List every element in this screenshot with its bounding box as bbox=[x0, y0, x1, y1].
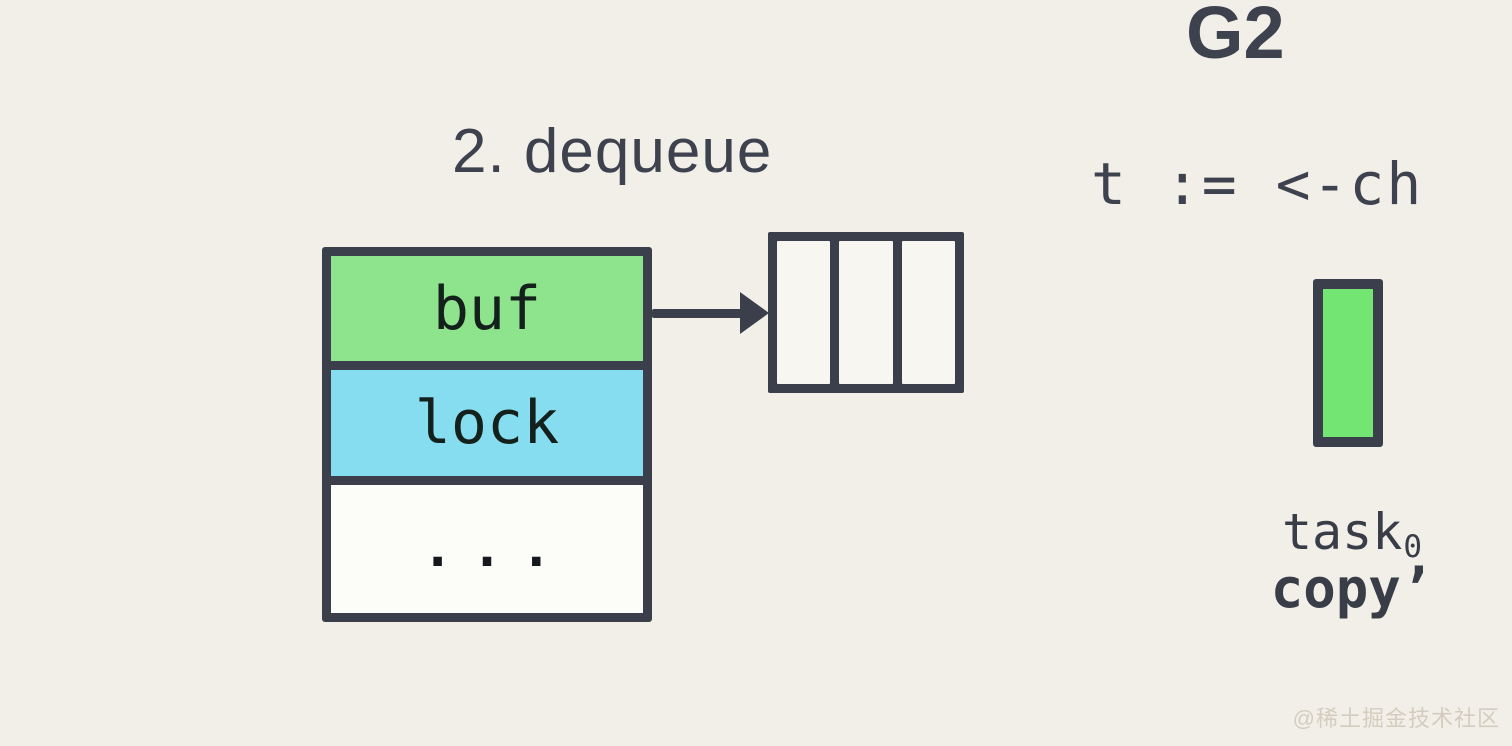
struct-field-lock: lock bbox=[331, 370, 643, 485]
arrow-line bbox=[652, 309, 745, 318]
step-title: 2. dequeue bbox=[452, 117, 773, 186]
struct-field-buf: buf bbox=[331, 256, 643, 371]
buffer-slot bbox=[901, 241, 955, 384]
buffer-slot bbox=[777, 241, 831, 384]
task-value-box bbox=[1313, 279, 1383, 447]
ring-buffer-array bbox=[768, 232, 964, 393]
watermark-text: @稀土掘金技术社区 bbox=[1292, 706, 1500, 731]
struct-field-ellipsis: ... bbox=[331, 484, 643, 613]
task-name-text: task bbox=[1281, 503, 1403, 561]
receive-code-text: t := <-ch bbox=[1091, 150, 1424, 218]
copy-note-label: copy’ bbox=[1270, 557, 1434, 620]
task-subscript-text: 0 bbox=[1403, 528, 1423, 565]
buf-field-label: buf bbox=[432, 273, 542, 344]
buf-pointer-arrow bbox=[652, 292, 769, 334]
ellipsis-label: ... bbox=[422, 518, 570, 579]
channel-struct-box: buf lock ... bbox=[322, 247, 652, 622]
task-label: task0 bbox=[1252, 503, 1452, 565]
goroutine-label: G2 bbox=[1186, 0, 1285, 74]
arrow-head-icon bbox=[740, 292, 769, 334]
buffer-slot bbox=[839, 241, 893, 384]
lock-field-label: lock bbox=[414, 387, 560, 458]
